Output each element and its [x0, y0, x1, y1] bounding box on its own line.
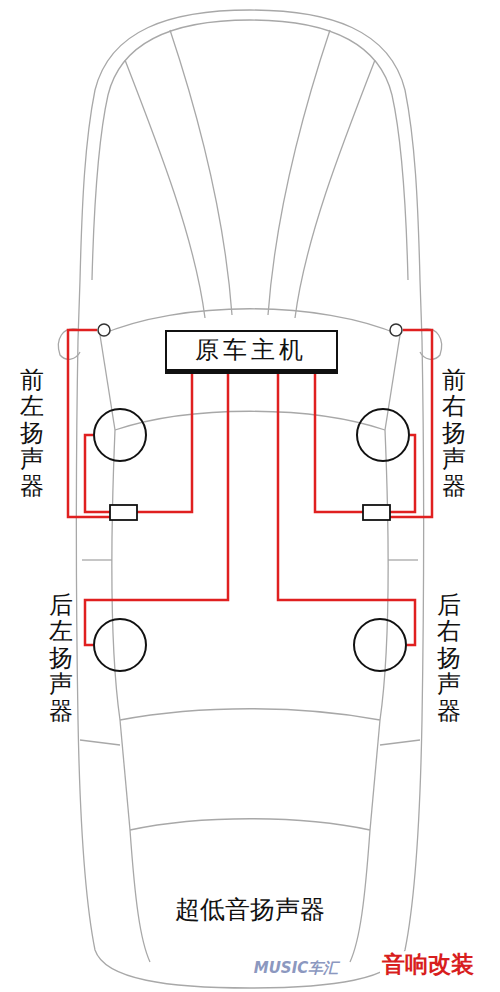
hood-crease [268, 30, 330, 315]
watermark-logo: MUSIC车汇 [252, 959, 341, 977]
speaker-circle: 后右扬声器 [353, 618, 407, 672]
car-body-inner [250, 20, 408, 280]
car-lines [58, 10, 441, 988]
speaker-circle: 前左扬声器 [93, 408, 147, 462]
roof [112, 430, 120, 720]
speaker-label: 前右扬声器 [442, 367, 466, 499]
door-line [80, 740, 120, 745]
label-holder: 后右扬声器 [437, 592, 461, 724]
speaker-circle: 前右扬声器 [356, 408, 410, 462]
trunk [130, 830, 150, 962]
door-line [82, 559, 112, 560]
speaker-wire [278, 374, 415, 645]
roof [380, 430, 388, 720]
a-pillar [100, 335, 115, 430]
speaker-label: 前左扬声器 [20, 367, 44, 499]
tweeter [98, 324, 110, 336]
rear-window [130, 819, 370, 830]
windshield [115, 411, 385, 430]
subwoofer-label: 超低音扬声器 [173, 895, 327, 925]
tweeter-wire [390, 330, 432, 517]
node-title: 原车主机 [195, 336, 307, 365]
label-holder: MUSIC车汇 [252, 959, 341, 977]
rear-window [120, 720, 130, 830]
hood-crease [170, 30, 232, 315]
crossover [363, 505, 390, 520]
head-unit-box: 原车主机 [165, 330, 338, 374]
rear-window [120, 709, 380, 720]
car-body-inner [92, 20, 250, 280]
speaker-wire [315, 374, 415, 512]
label-holder: 超低音扬声器 [173, 895, 327, 925]
label-holder: 音响改装 [380, 951, 476, 979]
speaker-wire [85, 374, 228, 645]
tweeter [390, 324, 402, 336]
car-body [77, 10, 424, 988]
crossover [110, 505, 137, 520]
tweeter-wires [68, 330, 432, 517]
hood-crease [295, 60, 375, 318]
speaker-circle: 后左扬声器 [93, 618, 147, 672]
speaker-label: 后右扬声器 [437, 592, 461, 724]
watermark: 音响改装 [380, 951, 476, 979]
label-holder: 前右扬声器 [442, 367, 466, 499]
tweeter-wire [68, 330, 110, 517]
door-line [388, 559, 418, 560]
rear-window [370, 720, 380, 830]
label-holder: 前左扬声器 [20, 367, 44, 499]
speaker-label: 后左扬声器 [49, 592, 73, 724]
speaker-wire [85, 374, 192, 512]
door-line [380, 740, 420, 745]
a-pillar [385, 335, 400, 430]
label-holder: 后左扬声器 [49, 592, 73, 724]
trunk [350, 830, 370, 962]
hood-crease [125, 60, 205, 318]
